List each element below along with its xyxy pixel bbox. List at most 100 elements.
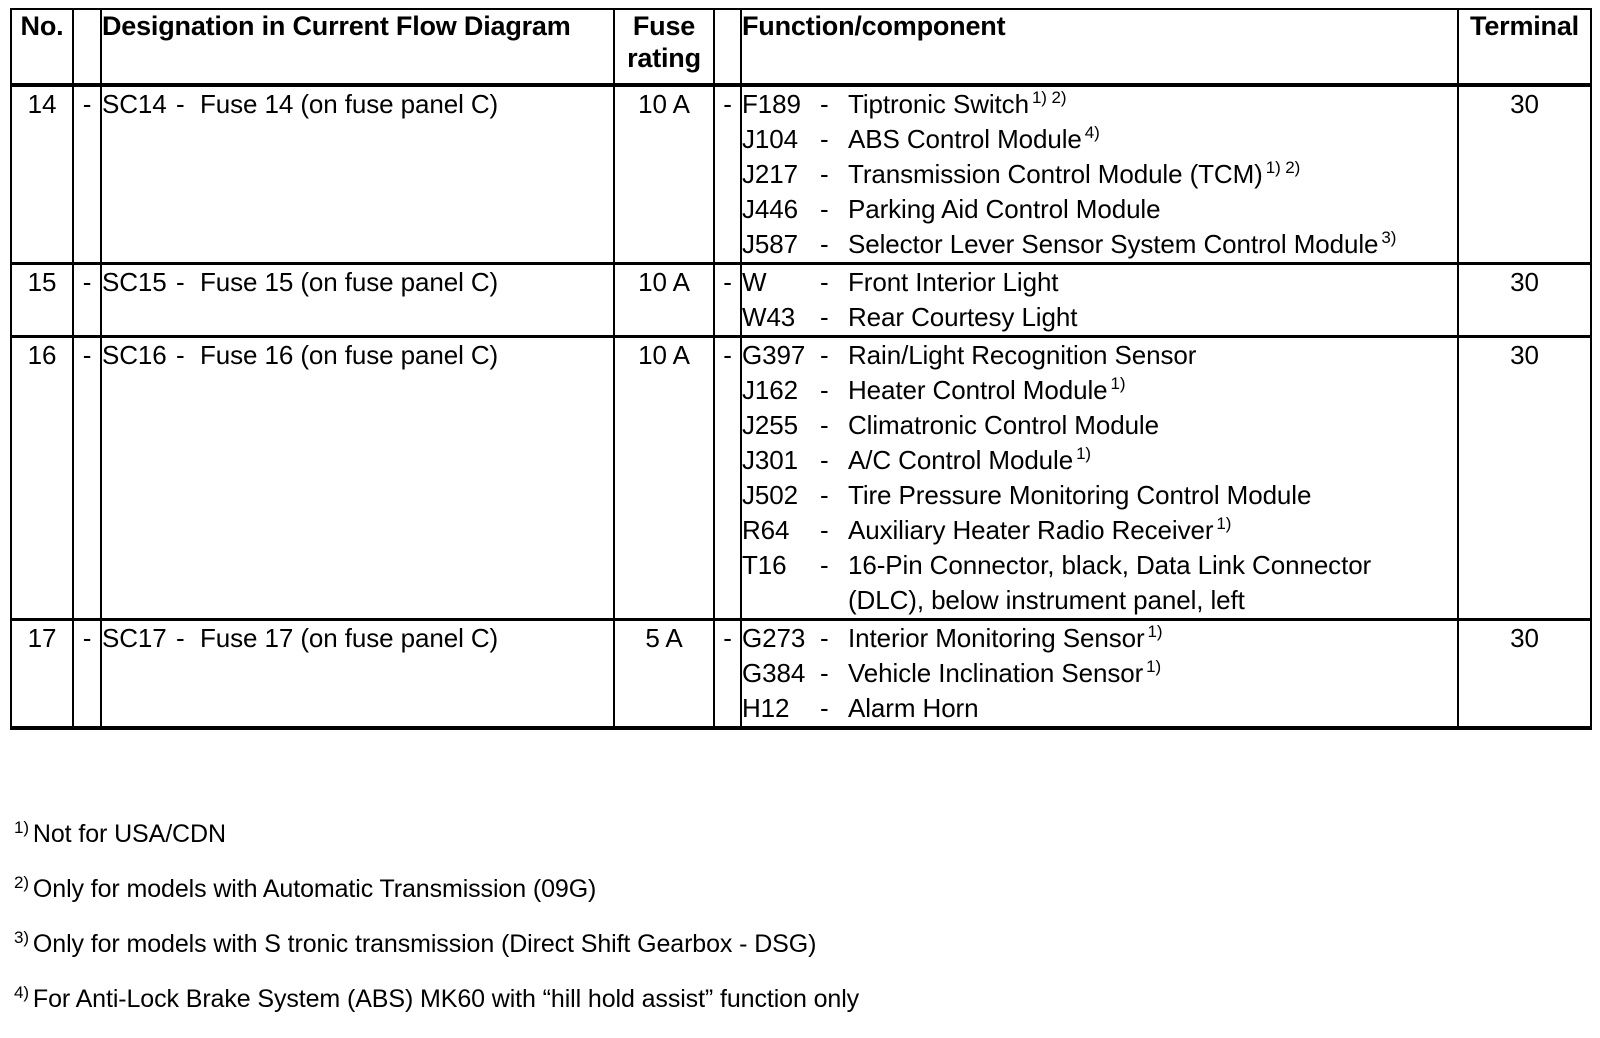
- component-code: R64: [742, 515, 790, 545]
- component-text: Auxiliary Heater Radio Receiver: [848, 515, 1214, 545]
- component-code: H12: [742, 693, 790, 723]
- component-entry: J502-Tire Pressure Monitoring Control Mo…: [742, 478, 1457, 513]
- component-code: W: [742, 267, 767, 297]
- component-code: J587: [742, 229, 798, 259]
- column-header-dash-designation: [72, 8, 102, 87]
- component-separator: -: [820, 302, 829, 332]
- component-separator: -: [820, 445, 829, 475]
- component-text: Tiptronic Switch: [848, 89, 1029, 119]
- cell-terminal: 30: [1457, 335, 1592, 621]
- footnote-marker: 2): [14, 872, 29, 892]
- component-text: Transmission Control Module (TCM): [848, 159, 1263, 189]
- component-code: G384: [742, 658, 806, 688]
- component-separator: -: [820, 229, 829, 259]
- component-entry: W-Front Interior Light: [742, 265, 1457, 300]
- component-entry: W43-Rear Courtesy Light: [742, 300, 1457, 335]
- component-text: 16-Pin Connector, black, Data Link Conne…: [848, 550, 1372, 580]
- cell-fuse-rating: 5 A: [613, 618, 715, 730]
- footnote-marker: 1): [14, 817, 29, 837]
- designation-text: Fuse 15 (on fuse panel C): [200, 267, 499, 297]
- designation-code: SC14: [102, 89, 167, 119]
- designation-line: SC17-Fuse 17 (on fuse panel C): [102, 621, 613, 656]
- cell-fuse-number: 17: [10, 618, 74, 730]
- component-text: Selector Lever Sensor System Control Mod…: [848, 229, 1379, 259]
- footnote-text: Not for USA/CDN: [32, 820, 226, 848]
- footnote-marker: 1): [1110, 374, 1126, 394]
- cell-function-dash: -: [713, 335, 742, 621]
- component-text: ABS Control Module: [848, 124, 1082, 154]
- cell-designation-dash: -: [72, 83, 102, 265]
- component-separator: -: [820, 410, 829, 440]
- component-code: J162: [742, 375, 798, 405]
- component-text: Rain/Light Recognition Sensor: [848, 340, 1197, 370]
- designation-line: SC16-Fuse 16 (on fuse panel C): [102, 338, 613, 373]
- designation-separator: -: [176, 89, 185, 119]
- footnote-marker: 3): [1381, 228, 1397, 248]
- table-row: 14-SC14-Fuse 14 (on fuse panel C)10 A-F1…: [10, 83, 1592, 265]
- footnote-marker: 1) 2): [1265, 158, 1301, 178]
- component-entry: J217-Transmission Control Module (TCM)1)…: [742, 157, 1457, 192]
- component-code: J104: [742, 124, 798, 154]
- designation-text: Fuse 16 (on fuse panel C): [200, 340, 499, 370]
- footnote-text: For Anti-Lock Brake System (ABS) MK60 wi…: [32, 985, 860, 1013]
- cell-fuse-rating: 10 A: [613, 335, 715, 621]
- footnote: 1)Not for USA/CDN: [14, 818, 1584, 851]
- component-separator: -: [820, 375, 829, 405]
- component-text: A/C Control Module: [848, 445, 1074, 475]
- component-text: Alarm Horn: [848, 693, 979, 723]
- footnote: 2)Only for models with Automatic Transmi…: [14, 873, 1584, 906]
- cell-fuse-rating: 10 A: [613, 83, 715, 265]
- table-header: No. Designation in Current Flow Diagram …: [10, 8, 1592, 87]
- cell-designation-dash: -: [72, 335, 102, 621]
- component-separator: -: [820, 658, 829, 688]
- column-header-dash-function: [713, 8, 742, 87]
- cell-function-dash: -: [713, 618, 742, 730]
- table-row: 15-SC15-Fuse 15 (on fuse panel C)10 A-W-…: [10, 262, 1592, 338]
- column-header-fuse-rating: Fuse rating: [613, 8, 715, 87]
- component-code: G397: [742, 340, 806, 370]
- fuse-rating-line-2: rating: [627, 43, 701, 73]
- component-separator: -: [820, 267, 829, 297]
- component-entry: J587-Selector Lever Sensor System Contro…: [742, 227, 1457, 262]
- component-code: J217: [742, 159, 798, 189]
- cell-terminal: 30: [1457, 83, 1592, 265]
- footnote-text: Only for models with Automatic Transmiss…: [32, 875, 597, 903]
- component-code: F189: [742, 89, 801, 119]
- cell-designation-dash: -: [72, 262, 102, 338]
- designation-separator: -: [176, 623, 185, 653]
- table-row: 17-SC17-Fuse 17 (on fuse panel C)5 A-G27…: [10, 618, 1592, 730]
- component-separator: -: [820, 550, 829, 580]
- component-text-continuation: (DLC), below instrument panel, left: [848, 585, 1245, 615]
- component-separator: -: [820, 194, 829, 224]
- component-separator: -: [820, 480, 829, 510]
- component-code: G273: [742, 623, 806, 653]
- component-separator: -: [820, 340, 829, 370]
- footnote-marker: 1) 2): [1031, 88, 1067, 108]
- footnote: 4)For Anti-Lock Brake System (ABS) MK60 …: [14, 983, 1584, 1016]
- component-separator: -: [820, 693, 829, 723]
- footnote-marker: 4): [14, 982, 29, 1002]
- cell-designation: SC14-Fuse 14 (on fuse panel C): [100, 83, 615, 265]
- component-separator: -: [820, 623, 829, 653]
- component-text: Vehicle Inclination Sensor: [848, 658, 1144, 688]
- footnote-marker: 4): [1084, 123, 1100, 143]
- cell-designation: SC17-Fuse 17 (on fuse panel C): [100, 618, 615, 730]
- component-code: J255: [742, 410, 798, 440]
- table-body: 14-SC14-Fuse 14 (on fuse panel C)10 A-F1…: [10, 83, 1592, 730]
- table-row: 16-SC16-Fuse 16 (on fuse panel C)10 A-G3…: [10, 335, 1592, 621]
- cell-fuse-number: 14: [10, 83, 74, 265]
- cell-function-dash: -: [713, 83, 742, 265]
- component-separator: -: [820, 89, 829, 119]
- component-separator: -: [820, 515, 829, 545]
- cell-fuse-number: 15: [10, 262, 74, 338]
